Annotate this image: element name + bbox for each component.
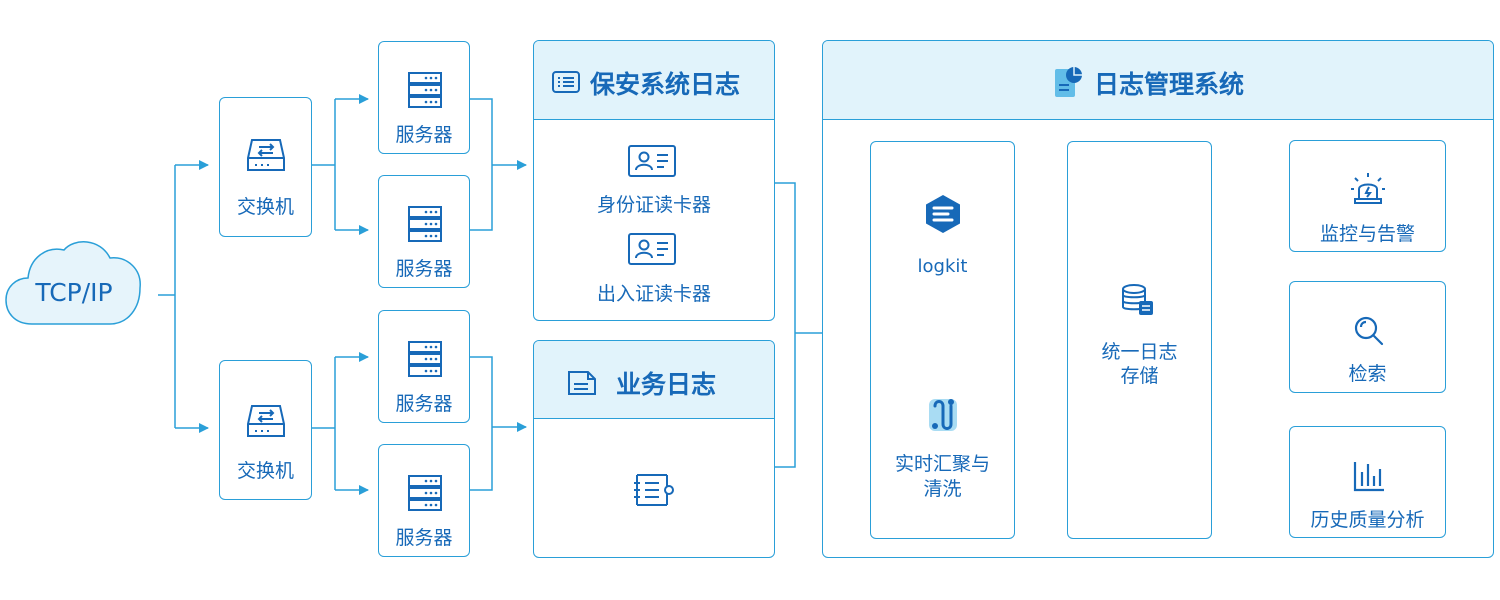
business-log-title: 业务日志 [616,370,717,399]
server-icon [408,475,442,511]
id-card-icon [628,145,676,177]
bar-chart-icon [1353,462,1384,492]
cloud-icon [5,241,141,325]
storage-box: 统一日志 存储 [1067,141,1212,539]
security-log-header: 保安系统日志 [534,41,774,120]
switch-1: 交换机 [219,97,312,237]
quality-analysis-box: 历史质量分析 [1289,426,1446,538]
tcpip-cloud: TCP/IP [4,236,144,330]
quality-analysis-label: 历史质量分析 [1310,509,1425,531]
monitoring-alert-box: 监控与告警 [1289,140,1446,252]
server-1: 服务器 [378,41,470,154]
line-cloud-to-switches [158,165,176,428]
report-chart-icon [1055,67,1082,97]
switch-icon [247,405,285,437]
server-3-label: 服务器 [395,393,453,415]
search-icon [1354,316,1384,346]
monitoring-alert-label: 监控与告警 [1319,223,1415,245]
switch-icon [247,139,285,171]
business-log-panel: 业务日志 [533,340,775,558]
scroll-list-icon [634,474,674,506]
server-2-label: 服务器 [395,258,453,280]
aggregation-icon [929,399,957,431]
list-icon [552,71,580,93]
storage-label-line2: 存储 [1120,365,1159,387]
logkit-label: logkit [917,256,968,277]
server-icon [408,206,442,242]
line-switch2-branch [312,357,336,490]
line-switch1-branch [312,99,336,230]
server-3: 服务器 [378,310,470,423]
server-2: 服务器 [378,175,470,288]
security-log-panel: 保安系统日志 身份证读卡器 出入证读卡器 [533,40,775,321]
search-box: 检索 [1289,281,1446,393]
collector-box: logkit 实时汇聚与 清洗 [870,141,1015,539]
storage-label-line1: 统一日志 [1101,341,1178,363]
id-card-icon [628,233,676,265]
server-icon [408,341,442,377]
alarm-icon [1351,173,1385,204]
security-log-title: 保安系统日志 [590,70,741,99]
tcpip-label: TCP/IP [35,278,113,307]
database-icon [1122,284,1153,315]
switch-2: 交换机 [219,360,312,500]
log-management-title: 日志管理系统 [1094,70,1245,99]
line-servers-top-merge [470,98,510,231]
document-icon [568,371,596,395]
server-4-label: 服务器 [395,527,453,549]
id-card-reader-label: 身份证读卡器 [596,194,711,216]
access-card-reader-label: 出入证读卡器 [596,283,711,305]
switch-2-label: 交换机 [236,460,294,482]
server-4: 服务器 [378,444,470,557]
switch-1-label: 交换机 [236,196,294,218]
line-servers-bottom-merge [470,356,510,491]
logkit-logo-icon [926,195,960,233]
business-log-header: 业务日志 [534,341,774,419]
server-1-label: 服务器 [395,124,453,146]
collector-label-line1: 实时汇聚与 [894,453,990,475]
collector-label-line2: 清洗 [923,478,962,500]
search-label: 检索 [1348,363,1387,385]
server-icon [408,72,442,108]
log-management-header: 日志管理系统 [823,41,1493,120]
